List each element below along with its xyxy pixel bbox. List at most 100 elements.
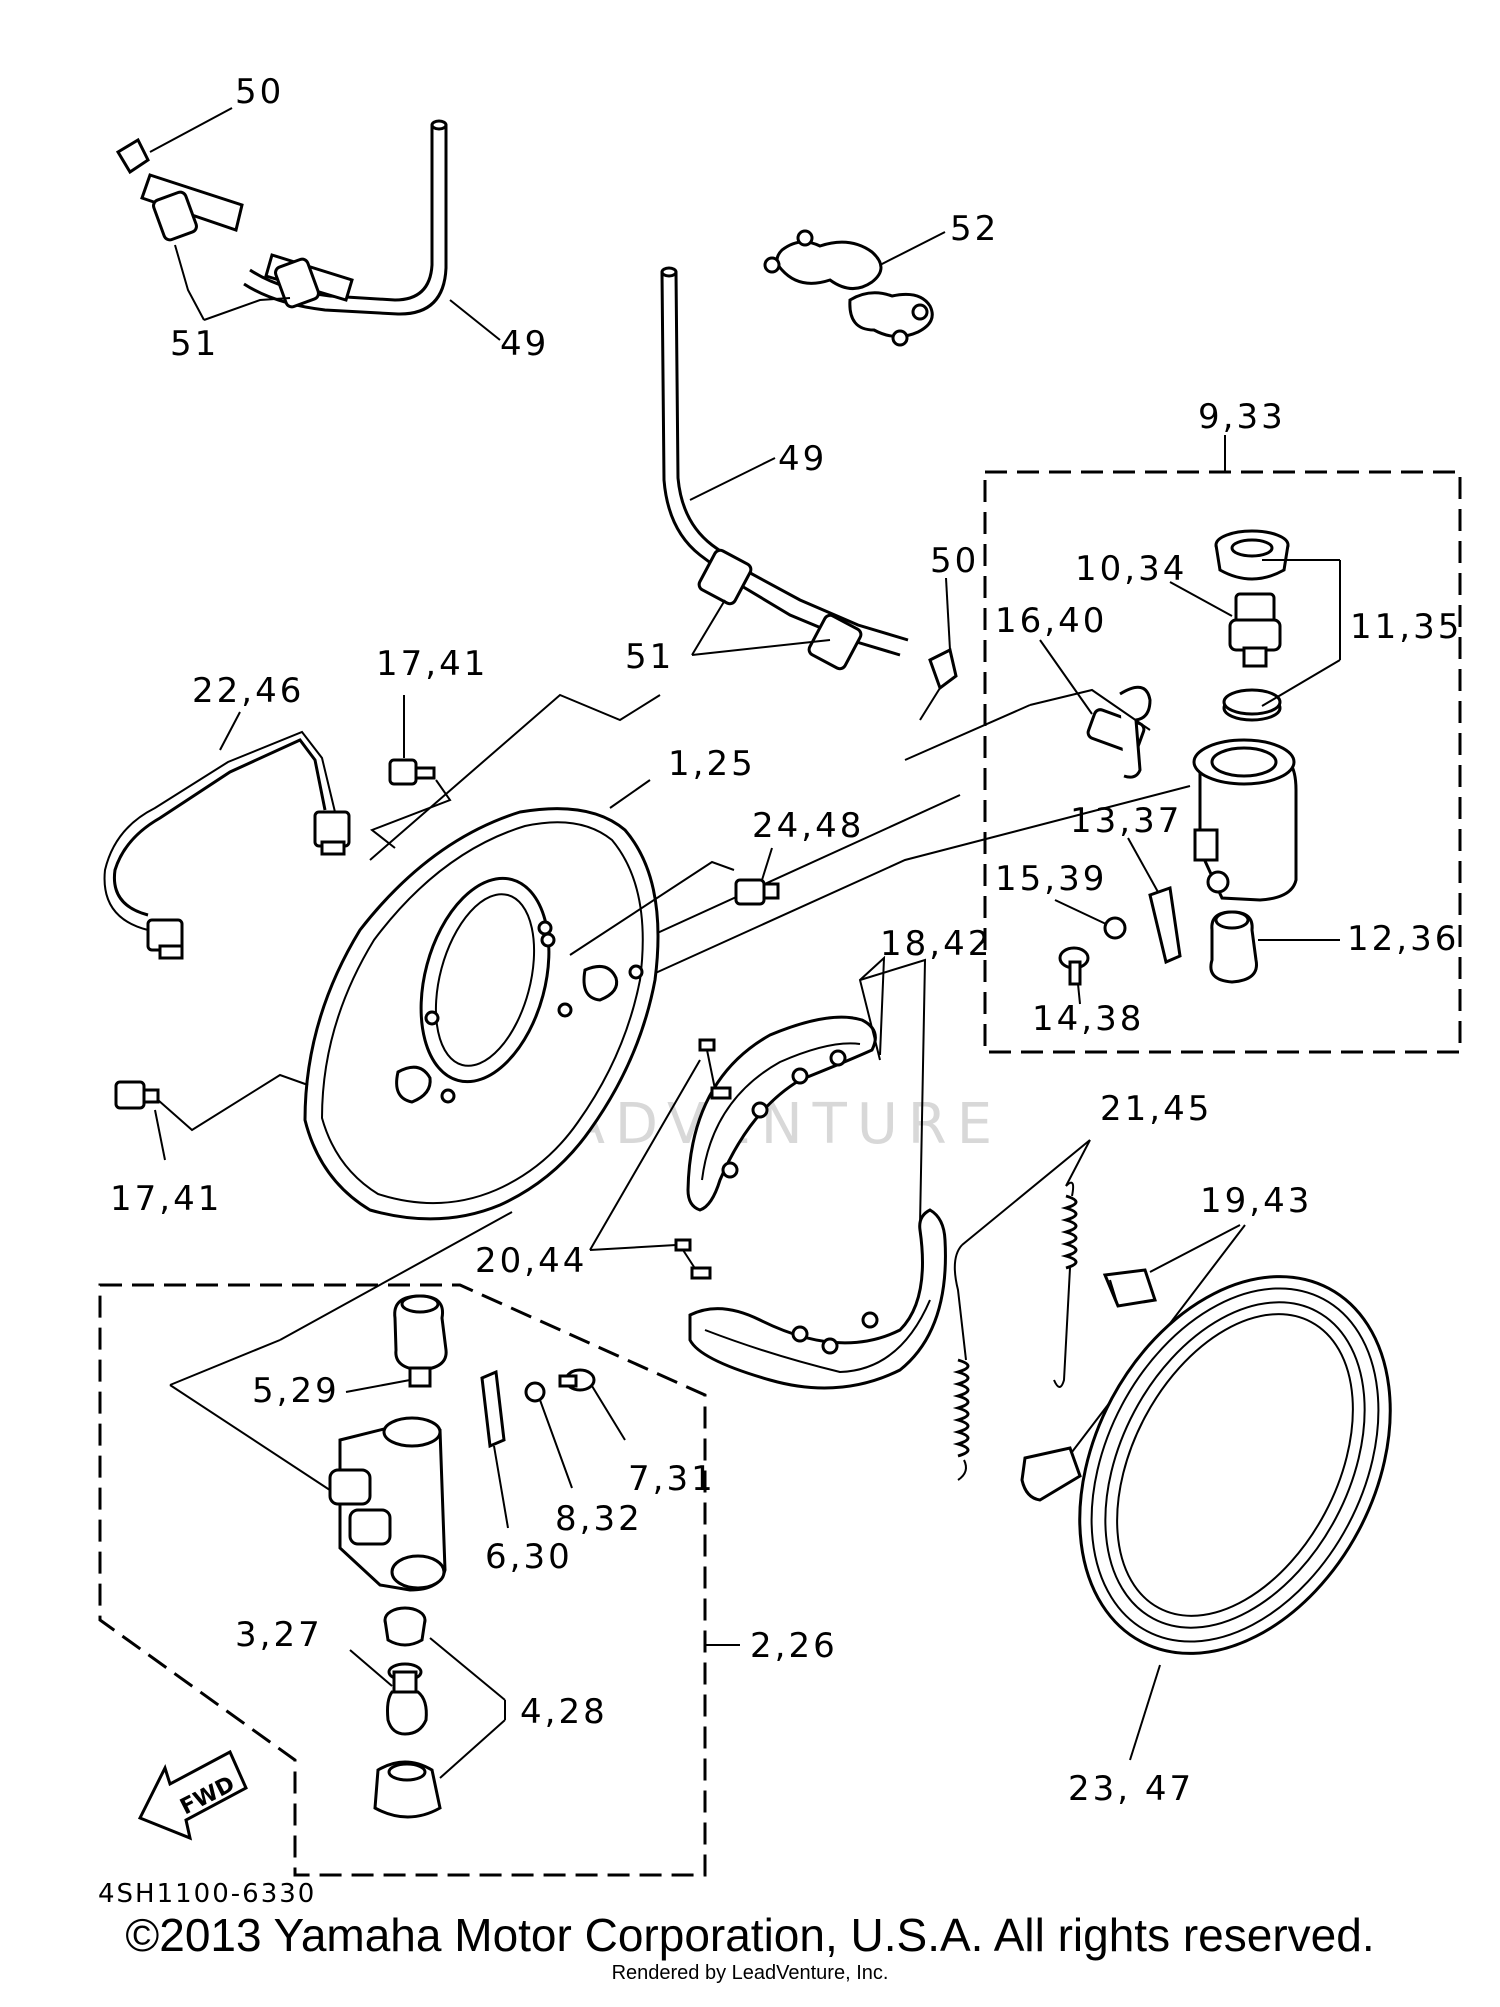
- leader-20-44-b: [589, 1244, 677, 1251]
- wheel-cylinder-left: [328, 1416, 447, 1592]
- screw-7-31: [558, 1368, 626, 1441]
- return-spring-21-45-left: [952, 1244, 970, 1481]
- washer-15-39: [1054, 899, 1127, 940]
- leader-1-25: [369, 693, 661, 861]
- callout-1-25: 1,25: [668, 744, 756, 784]
- callout-22-46: 22,46: [192, 671, 304, 711]
- diagram-reference-number: 4SH1100-6330: [98, 1879, 316, 1909]
- hose-clip-50-upper: [115, 107, 233, 175]
- bolt-17-41-lower: [114, 1073, 309, 1161]
- leader-51a-2: [203, 297, 291, 321]
- leader-20-44-a: [589, 1059, 701, 1251]
- leader-18-42-b: [859, 958, 927, 1226]
- drum-seal-23-47: [1078, 1275, 1392, 1655]
- brake-hose-center: [660, 266, 909, 671]
- washer-8-32: [524, 1381, 573, 1489]
- leader-1-25-b: [609, 779, 651, 809]
- callout-12-36: 12,36: [1347, 919, 1459, 959]
- leader-21-45-a: [961, 1139, 1091, 1246]
- link-left-cylinder-c: [279, 1211, 513, 1341]
- callout-51-center: 51: [625, 637, 674, 677]
- leader-21-45-b: [1065, 1139, 1091, 1187]
- callout-9-33: 9,33: [1198, 397, 1286, 437]
- callout-6-30: 6,30: [485, 1537, 573, 1577]
- callout-8-32: 8,32: [555, 1499, 643, 1539]
- callout-24-48: 24,48: [752, 806, 864, 846]
- callout-10-34: 10,34: [1075, 549, 1187, 589]
- callout-11-35: 11,35: [1350, 607, 1462, 647]
- link-left-cylinder-a: [169, 1339, 281, 1386]
- callout-14-38: 14,38: [1032, 999, 1144, 1039]
- callout-17-41-upper: 17,41: [376, 644, 488, 684]
- return-spring-21-45-right: [1053, 1181, 1078, 1388]
- cylinder-assembly-box-left: [98, 1283, 707, 1877]
- cylinder-cup-kit-4-28: [373, 1606, 442, 1819]
- cylinder-cup-kit-11-35: [1214, 529, 1290, 722]
- bolt-17-41-upper: [369, 695, 452, 849]
- callout-21-45: 21,45: [1100, 1089, 1212, 1129]
- copyright-notice: ©2013 Yamaha Motor Corporation, U.S.A. A…: [125, 1909, 1375, 1961]
- brake-shoe-upper: [686, 1015, 877, 1212]
- hose-clip-50-center: [919, 577, 958, 721]
- callout-3-27: 3,27: [235, 1615, 323, 1655]
- leader-49a: [449, 299, 501, 341]
- callout-4-28: 4,28: [520, 1692, 608, 1732]
- fwd-arrow-icon: FWD: [137, 1749, 248, 1841]
- callout-13-37: 13,37: [1070, 801, 1182, 841]
- bolt-24-48: [569, 847, 780, 956]
- callout-50-center: 50: [930, 541, 979, 581]
- callout-7-31: 7,31: [628, 1459, 716, 1499]
- callout-15-39: 15,39: [995, 859, 1107, 899]
- leader-51a-1: [174, 244, 205, 321]
- brake-spring-52: [763, 229, 946, 347]
- callout-17-41-lower: 17,41: [110, 1179, 222, 1219]
- leader-49b: [689, 457, 776, 501]
- callout-18-42: 18,42: [880, 924, 992, 964]
- leader-16-40: [1039, 639, 1093, 715]
- leader-51b-1: [691, 599, 726, 656]
- leader-51b-2: [691, 639, 831, 656]
- leader-11-35-b: [1261, 659, 1341, 707]
- callout-49-top: 49: [500, 324, 549, 364]
- link-cylinder-plate-b: [639, 785, 1191, 981]
- callout-5-29: 5,29: [252, 1371, 340, 1411]
- callout-16-40: 16,40: [995, 601, 1107, 641]
- brake-hose-upper-left: [140, 119, 448, 316]
- leader-18-42-a: [858, 955, 886, 1061]
- callout-20-44: 20,44: [475, 1241, 587, 1281]
- rendered-by-notice: Rendered by LeadVenture, Inc.: [611, 1962, 889, 1984]
- link-cylinder-hose: [1029, 688, 1151, 731]
- union-bolt-16-40: [1086, 685, 1152, 779]
- bleed-plate-13-37: [1127, 837, 1182, 965]
- adjuster-5-29: [345, 1294, 448, 1393]
- leader-4-28-a: [429, 1637, 506, 1701]
- pin-20-44: [674, 1038, 732, 1280]
- leader-3-27: [349, 1649, 393, 1687]
- adjuster-12-36: [1209, 910, 1340, 984]
- callout-51-top: 51: [170, 324, 219, 364]
- leader-19-43-a: [1149, 1224, 1241, 1273]
- callout-52: 52: [950, 209, 999, 249]
- callout-23-47: 23, 47: [1068, 1769, 1194, 1809]
- callout-49-center: 49: [778, 439, 827, 479]
- brake-shoe-lower: [688, 1208, 947, 1390]
- link-left-cylinder-b: [169, 1384, 346, 1501]
- leader-10-34: [1169, 581, 1233, 617]
- shoe-clip-19-43: [1020, 1268, 1157, 1502]
- link-cylinder-plate-a: [904, 704, 1031, 761]
- wheel-cylinder-right: [1192, 738, 1298, 902]
- cylinder-assembly-box-right: [983, 470, 1462, 1054]
- screw-14-38: [1058, 946, 1090, 1005]
- brake-hose-22-46: [103, 711, 351, 960]
- bleeder-screw-10-34: [1228, 592, 1282, 668]
- piston-3-27: [386, 1662, 428, 1736]
- brake-shoe-plate-1-25: [303, 807, 660, 1221]
- callout-19-43: 19,43: [1200, 1181, 1312, 1221]
- link-cylinder-plate-c: [619, 794, 961, 951]
- callout-50-top: 50: [235, 72, 284, 112]
- leader-23-47: [1129, 1664, 1161, 1761]
- bleed-plate-6-30: [480, 1369, 509, 1529]
- leader-4-28-b: [439, 1719, 506, 1779]
- callout-2-26: 2,26: [750, 1626, 838, 1666]
